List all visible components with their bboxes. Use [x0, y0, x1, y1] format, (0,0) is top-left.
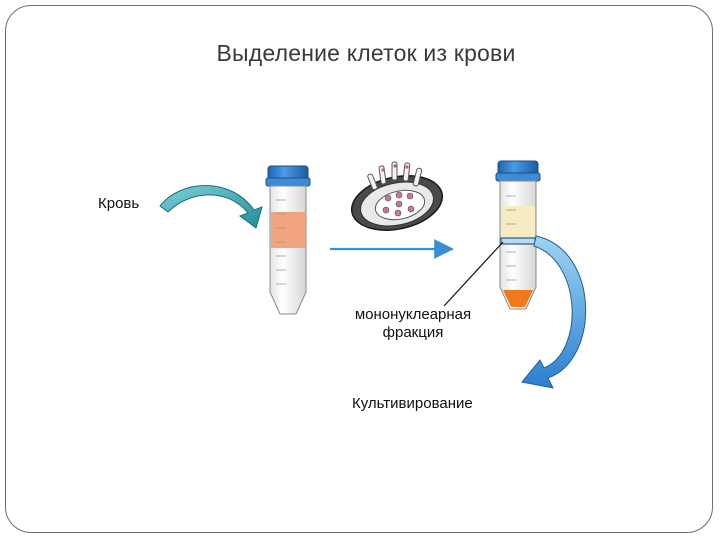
label-cultivation: Культивирование — [352, 395, 473, 412]
centrifuge-icon — [350, 161, 444, 231]
label-blood: Кровь — [98, 195, 140, 212]
label-mononuclear-fraction: мононуклеарная фракция — [328, 306, 498, 342]
curved-arrow-icon — [159, 185, 263, 229]
label-fraction-line1: мононуклеарная — [354, 306, 472, 323]
slide-title: Выделение клеток из крови — [216, 40, 516, 66]
label-fraction-line2: фракция — [382, 324, 444, 341]
tube-blood — [265, 165, 311, 315]
plasma-layer — [501, 206, 535, 238]
slide-frame — [5, 5, 713, 533]
fraction-leader-line — [443, 241, 504, 307]
tube-separated — [495, 160, 541, 310]
curved-arrow-icon — [521, 235, 586, 389]
blood-layer — [271, 212, 305, 248]
mononuclear-band — [500, 237, 536, 245]
pellet — [503, 290, 533, 307]
